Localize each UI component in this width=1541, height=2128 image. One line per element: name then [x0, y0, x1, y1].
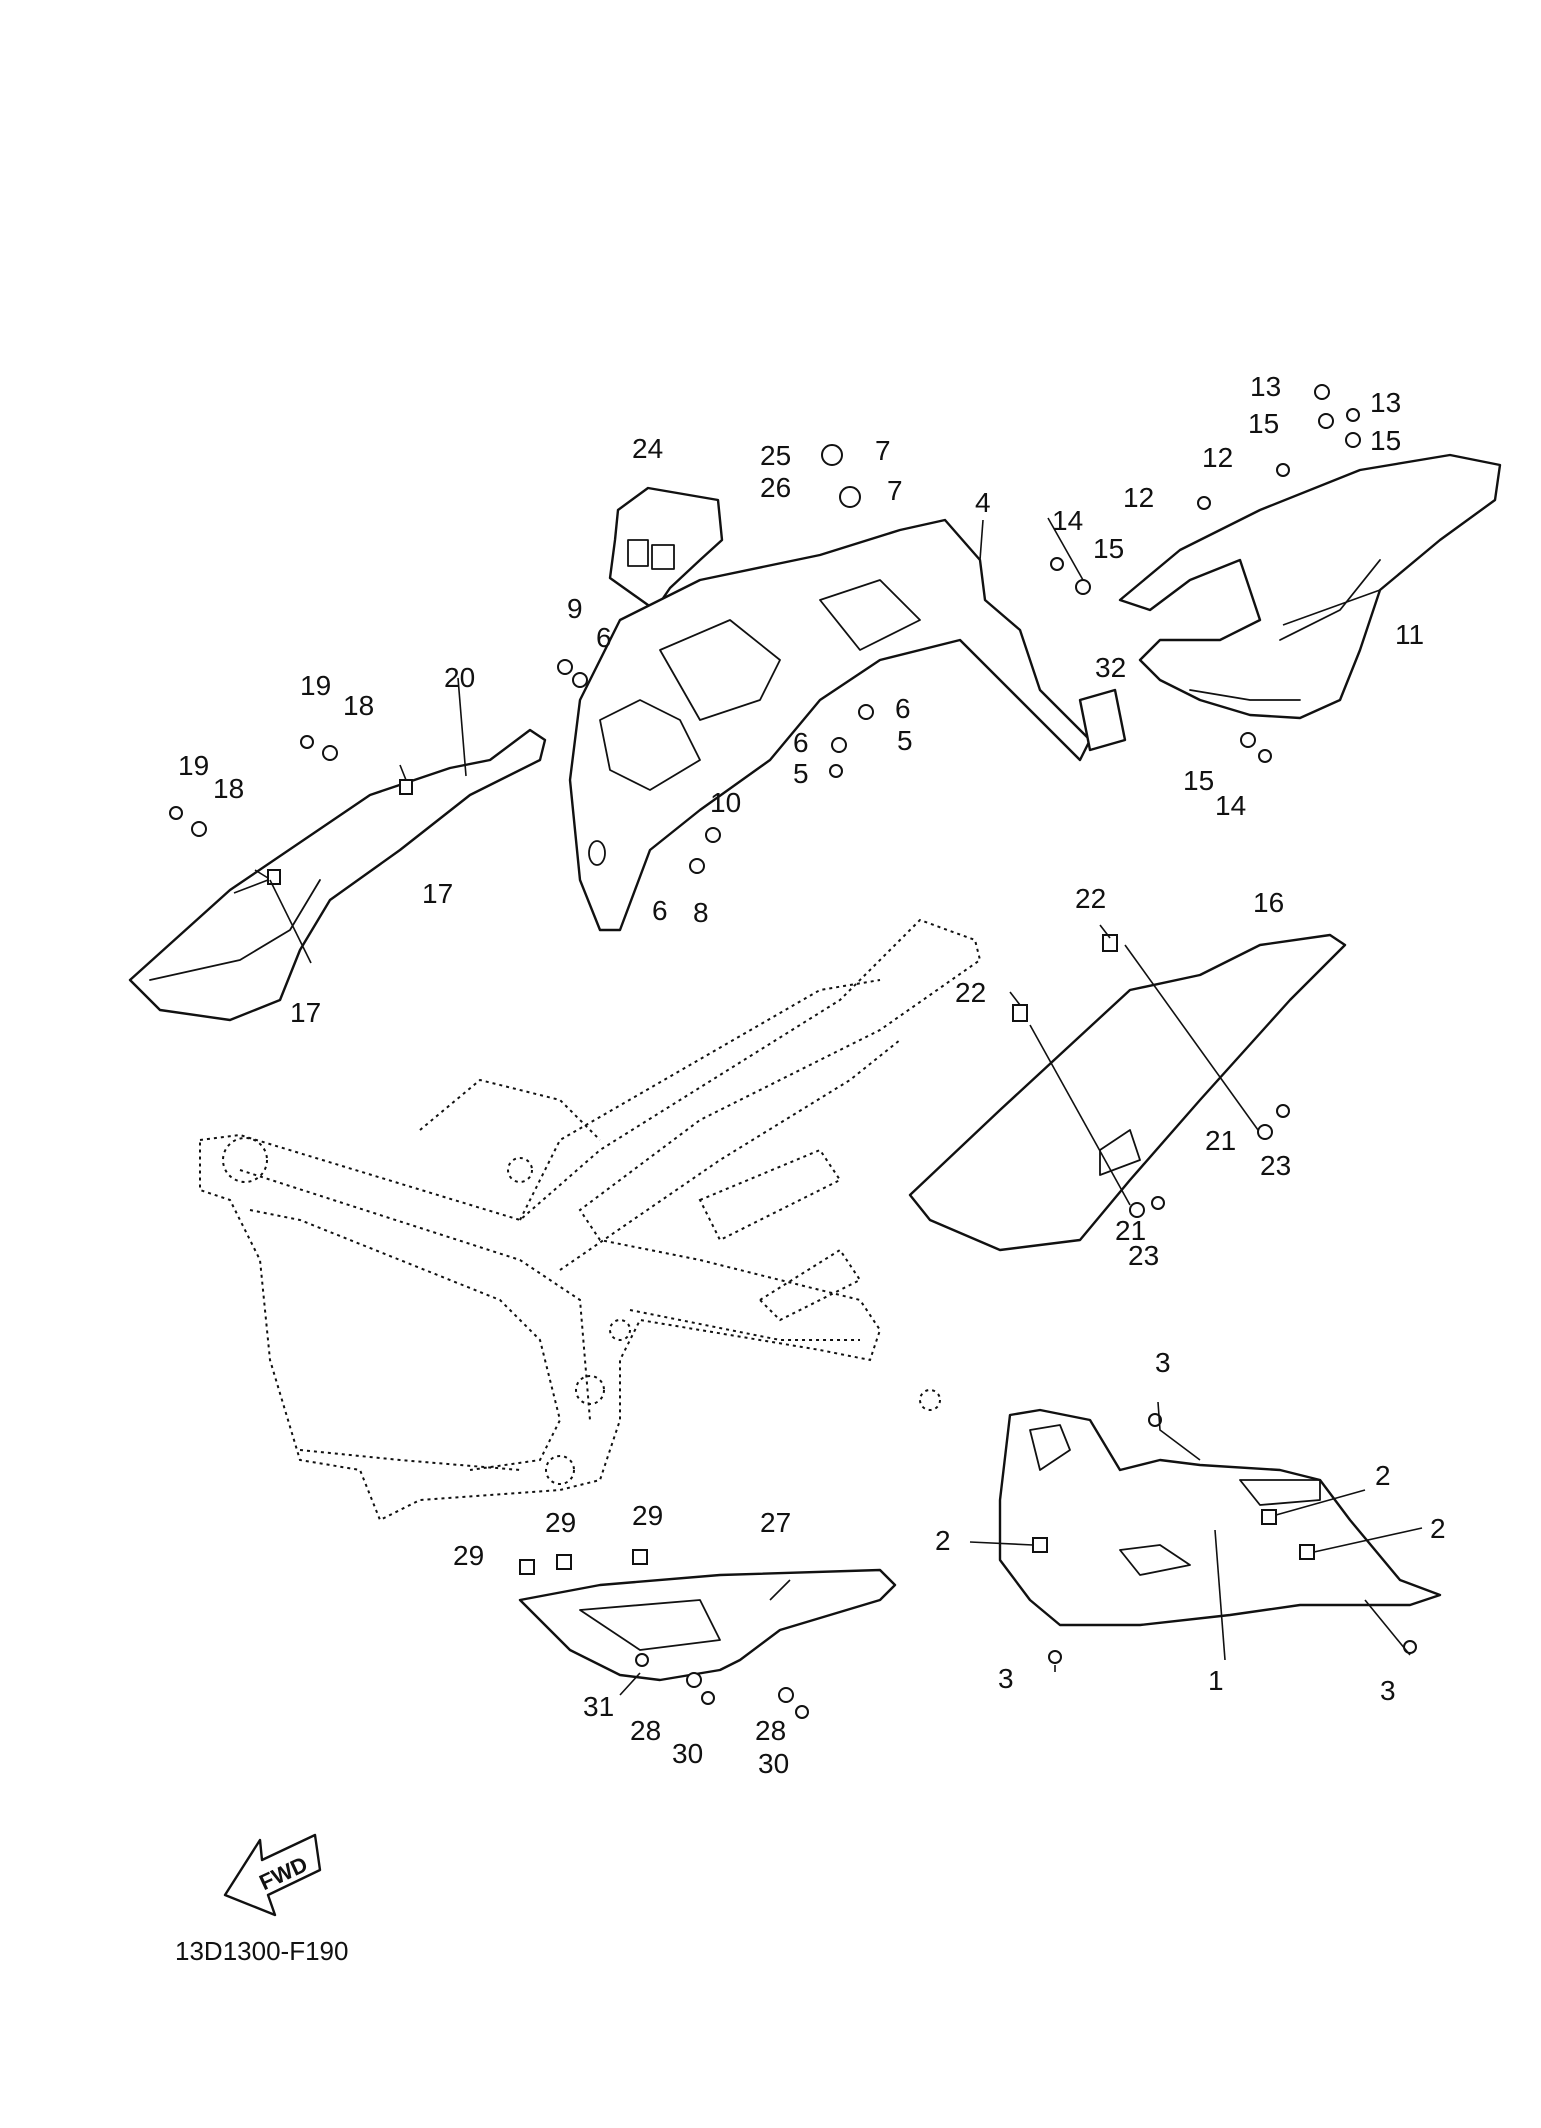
callout-6: 6: [895, 693, 911, 724]
callout-15: 15: [1183, 765, 1214, 796]
callout-22: 22: [955, 977, 986, 1008]
callout-17: 17: [290, 997, 321, 1028]
callout-28: 28: [755, 1715, 786, 1746]
callout-6: 6: [793, 727, 809, 758]
callout-23: 23: [1128, 1240, 1159, 1271]
callout-21: 21: [1115, 1215, 1146, 1246]
callout-2: 2: [1430, 1513, 1446, 1544]
part-1-under-cowl: [998, 1408, 1442, 1627]
fwd-arrow-icon: FWD: [223, 1833, 322, 1917]
callout-25: 25: [760, 440, 791, 471]
part-27-chain-guard: [518, 1568, 897, 1682]
callout-5: 5: [897, 725, 913, 756]
callout-20: 20: [444, 662, 475, 693]
callout-3: 3: [998, 1663, 1014, 1694]
callout-17: 17: [422, 878, 453, 909]
part-11-seat-cowl: [1118, 453, 1502, 720]
callout-5: 5: [793, 758, 809, 789]
callout-4: 4: [975, 487, 991, 518]
callout-7: 7: [875, 435, 891, 466]
callout-18: 18: [343, 690, 374, 721]
callout-30: 30: [672, 1738, 703, 1769]
callout-14: 14: [1052, 505, 1083, 536]
callout-6: 6: [596, 622, 612, 653]
callout-23: 23: [1260, 1150, 1291, 1181]
callout-15: 15: [1370, 425, 1401, 456]
callout-1: 1: [1208, 1665, 1224, 1696]
callout-6: 6: [652, 895, 668, 926]
callout-21: 21: [1205, 1125, 1236, 1156]
diagram-code: 13D1300-F190: [175, 1936, 348, 1966]
callout-19: 19: [300, 670, 331, 701]
callout-14: 14: [1215, 790, 1246, 821]
callout-9: 9: [567, 593, 583, 624]
callout-19: 19: [178, 750, 209, 781]
callout-15: 15: [1093, 533, 1124, 564]
part-32-bracket: [1078, 688, 1127, 752]
callout-numbers: 1 2 2 2 3 3 3 4 5 5 6 6 6 6 7 7 8 9 10 1…: [178, 371, 1446, 1779]
callout-26: 26: [760, 472, 791, 503]
callout-12: 12: [1123, 482, 1154, 513]
part-24-cover: [608, 486, 724, 612]
callout-24: 24: [632, 433, 663, 464]
callout-7: 7: [887, 475, 903, 506]
callout-13: 13: [1250, 371, 1281, 402]
callout-29: 29: [453, 1540, 484, 1571]
part-16-side-cover: [908, 933, 1347, 1252]
callout-13: 13: [1370, 387, 1401, 418]
callout-30: 30: [758, 1748, 789, 1779]
callout-31: 31: [583, 1691, 614, 1722]
callout-15: 15: [1248, 408, 1279, 439]
callout-2: 2: [935, 1525, 951, 1556]
callout-10: 10: [710, 787, 741, 818]
leader-lines: [233, 517, 1423, 1696]
callout-12: 12: [1202, 442, 1233, 473]
callout-29: 29: [632, 1500, 663, 1531]
callout-28: 28: [630, 1715, 661, 1746]
part-4-rear-fender: [568, 518, 1092, 932]
fasteners: [169, 384, 1417, 1719]
callout-16: 16: [1253, 887, 1284, 918]
callout-8: 8: [693, 897, 709, 928]
callout-2: 2: [1375, 1460, 1391, 1491]
callout-27: 27: [760, 1507, 791, 1538]
callout-29: 29: [545, 1507, 576, 1538]
callout-18: 18: [213, 773, 244, 804]
callout-3: 3: [1155, 1347, 1171, 1378]
callout-32: 32: [1095, 652, 1126, 683]
frame-phantom: [199, 918, 982, 1522]
callout-22: 22: [1075, 883, 1106, 914]
callout-11: 11: [1395, 619, 1424, 650]
callout-3: 3: [1380, 1675, 1396, 1706]
